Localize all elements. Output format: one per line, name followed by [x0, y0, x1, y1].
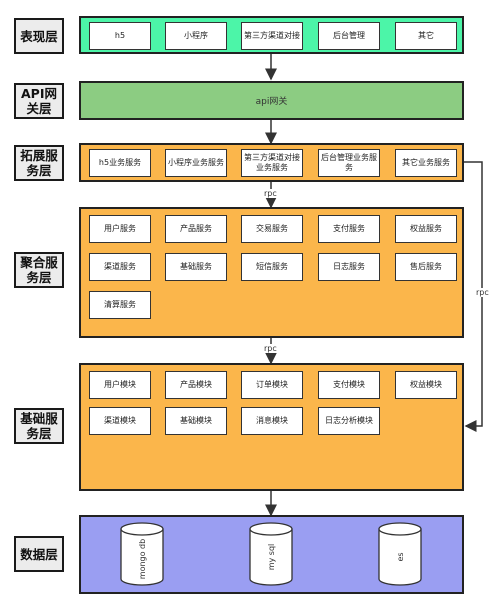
presentation-item-h5: h5 — [89, 22, 151, 50]
aggregation-item-log: 日志服务 — [318, 253, 380, 281]
foundation-item-product: 产品模块 — [165, 371, 227, 399]
aggregation-item-after-sales: 售后服务 — [395, 253, 457, 281]
layer-label-presentation: 表现层 — [14, 18, 64, 54]
layer-label-foundation: 基础服务层 — [14, 408, 64, 444]
aggregation-item-channel: 渠道服务 — [89, 253, 151, 281]
aggregation-item-user: 用户服务 — [89, 215, 151, 243]
foundation-item-order: 订单模块 — [241, 371, 303, 399]
foundation-panel: 用户模块 产品模块 订单模块 支付模块 权益模块 渠道模块 基础模块 消息模块 … — [79, 363, 464, 491]
presentation-item-mini-program: 小程序 — [165, 22, 227, 50]
foundation-item-channel: 渠道模块 — [89, 407, 151, 435]
layer-label-data: 数据层 — [14, 536, 64, 572]
gateway-bar: api网关 — [79, 81, 464, 120]
aggregation-item-sms: 短信服务 — [241, 253, 303, 281]
presentation-item-other: 其它 — [395, 22, 457, 50]
aggregation-item-rights: 权益服务 — [395, 215, 457, 243]
extension-item-third-party: 第三方渠道对接业务服务 — [241, 149, 303, 177]
foundation-item-payment: 支付模块 — [318, 371, 380, 399]
database-icon-es: es — [378, 522, 422, 586]
data-stores: mongo db my sql es — [120, 522, 422, 586]
aggregation-panel: 用户服务 产品服务 交易服务 支付服务 权益服务 渠道服务 基础服务 短信服务 … — [79, 207, 464, 338]
foundation-item-base: 基础模块 — [165, 407, 227, 435]
store-label-mongodb: mongo db — [138, 539, 147, 579]
rpc-label-mid: rpc — [263, 344, 278, 353]
store-label-mysql: my sql — [267, 544, 276, 571]
database-icon-mongodb: mongo db — [120, 522, 164, 586]
layer-label-aggregation: 聚合服务层 — [14, 252, 64, 288]
presentation-item-third-party: 第三方渠道对接 — [241, 22, 303, 50]
rpc-label-side: rpc — [475, 288, 490, 297]
extension-item-admin: 后台管理业务服务 — [318, 149, 380, 177]
foundation-item-rights: 权益模块 — [395, 371, 457, 399]
extension-item-other: 其它业务服务 — [395, 149, 457, 177]
layer-label-extension: 拓展服务层 — [14, 145, 64, 181]
data-panel: mongo db my sql es — [79, 515, 464, 594]
layer-label-gateway: API网关层 — [14, 83, 64, 119]
store-label-es: es — [396, 552, 405, 561]
aggregation-item-product: 产品服务 — [165, 215, 227, 243]
foundation-item-message: 消息模块 — [241, 407, 303, 435]
extension-panel: h5业务服务 小程序业务服务 第三方渠道对接业务服务 后台管理业务服务 其它业务… — [79, 143, 464, 182]
gateway-bar-text: api网关 — [255, 97, 288, 107]
presentation-item-admin: 后台管理 — [318, 22, 380, 50]
aggregation-item-trade: 交易服务 — [241, 215, 303, 243]
extension-item-mini-program: 小程序业务服务 — [165, 149, 227, 177]
aggregation-item-payment: 支付服务 — [318, 215, 380, 243]
aggregation-item-clearing: 清算服务 — [89, 291, 151, 319]
foundation-item-user: 用户模块 — [89, 371, 151, 399]
aggregation-item-base: 基础服务 — [165, 253, 227, 281]
database-icon-mysql: my sql — [249, 522, 293, 586]
foundation-item-log-analysis: 日志分析模块 — [318, 407, 380, 435]
extension-item-h5: h5业务服务 — [89, 149, 151, 177]
presentation-panel: h5 小程序 第三方渠道对接 后台管理 其它 — [79, 16, 464, 54]
rpc-label-top: rpc — [263, 189, 278, 198]
